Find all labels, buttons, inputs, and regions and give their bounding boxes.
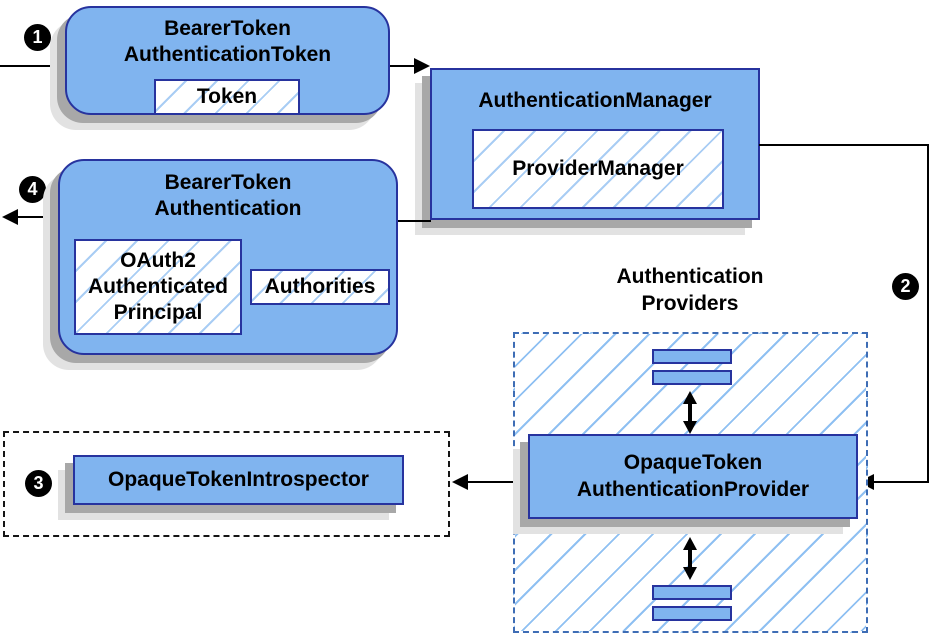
provider-list-bar-top-2 [652,370,732,385]
bearer-token-authentication-token-title: BearerToken AuthenticationToken [123,17,332,66]
flow-line-into-provider [874,481,929,483]
step-4-number: 4 [27,179,38,199]
inner-provider-manager-box: ProviderManager [472,129,724,209]
flow-line-manager-right [759,144,929,146]
node-opaque-token-authentication-provider: OpaqueToken AuthenticationProvider [528,434,858,519]
double-arrow-bottom-down-head [683,567,697,580]
step-1-badge: 1 [24,24,51,51]
double-arrow-top-down-head [683,421,697,434]
flow-line-step2-down [927,144,929,483]
flow-line-authentication-out [14,216,58,218]
oauth2-authenticated-principal-label: OAuth2 Authenticated Principal [87,249,228,324]
step-2-number: 2 [900,276,911,296]
double-arrow-top-up-head [683,391,697,404]
arrowhead-provider-to-introspector [452,474,468,490]
arrowhead-authentication-out [2,209,18,225]
node-authentication-manager: AuthenticationManager ProviderManager [430,68,760,220]
flow-line-token-to-manager [390,65,416,67]
node-opaque-token-introspector: OpaqueTokenIntrospector [73,455,404,505]
provider-list-bar-bottom-2 [652,606,732,621]
double-arrow-bottom-line [688,548,692,569]
introspector-dashed-container [3,431,450,537]
step-3-number: 3 [33,473,44,493]
provider-list-bar-top-1 [652,349,732,364]
step-3-badge: 3 [25,470,52,497]
flow-line-provider-to-introspector [466,481,522,483]
opaque-token-authentication-provider-label: OpaqueToken AuthenticationProvider [576,451,810,501]
provider-list-bar-bottom-1 [652,585,732,600]
inner-token-box: Token [154,79,300,115]
opaque-token-introspector-label: OpaqueTokenIntrospector [108,468,369,491]
authentication-manager-title: AuthenticationManager [478,89,712,112]
token-label: Token [196,85,258,108]
arrowhead-token-to-manager [414,58,430,74]
step-1-number: 1 [32,27,43,47]
flow-line-request-in [0,65,66,67]
provider-manager-label: ProviderManager [512,157,684,180]
bearer-token-authentication-title: BearerToken Authentication [154,171,302,220]
double-arrow-bottom-up-head [683,537,697,550]
authentication-providers-group-title: Authentication Providers [616,265,764,315]
authorities-label: Authorities [264,275,376,298]
step-2-badge: 2 [892,273,919,300]
flow-line-manager-to-authentication [398,220,431,222]
inner-authorities-box: Authorities [250,269,390,305]
node-bearer-token-authentication-token: BearerToken AuthenticationToken Token [65,6,390,115]
double-arrow-top-line [688,402,692,423]
node-bearer-token-authentication: BearerToken Authentication OAuth2 Authen… [58,159,398,355]
inner-oauth2-authenticated-principal-box: OAuth2 Authenticated Principal [74,239,242,335]
step-4-badge: 4 [19,176,46,203]
